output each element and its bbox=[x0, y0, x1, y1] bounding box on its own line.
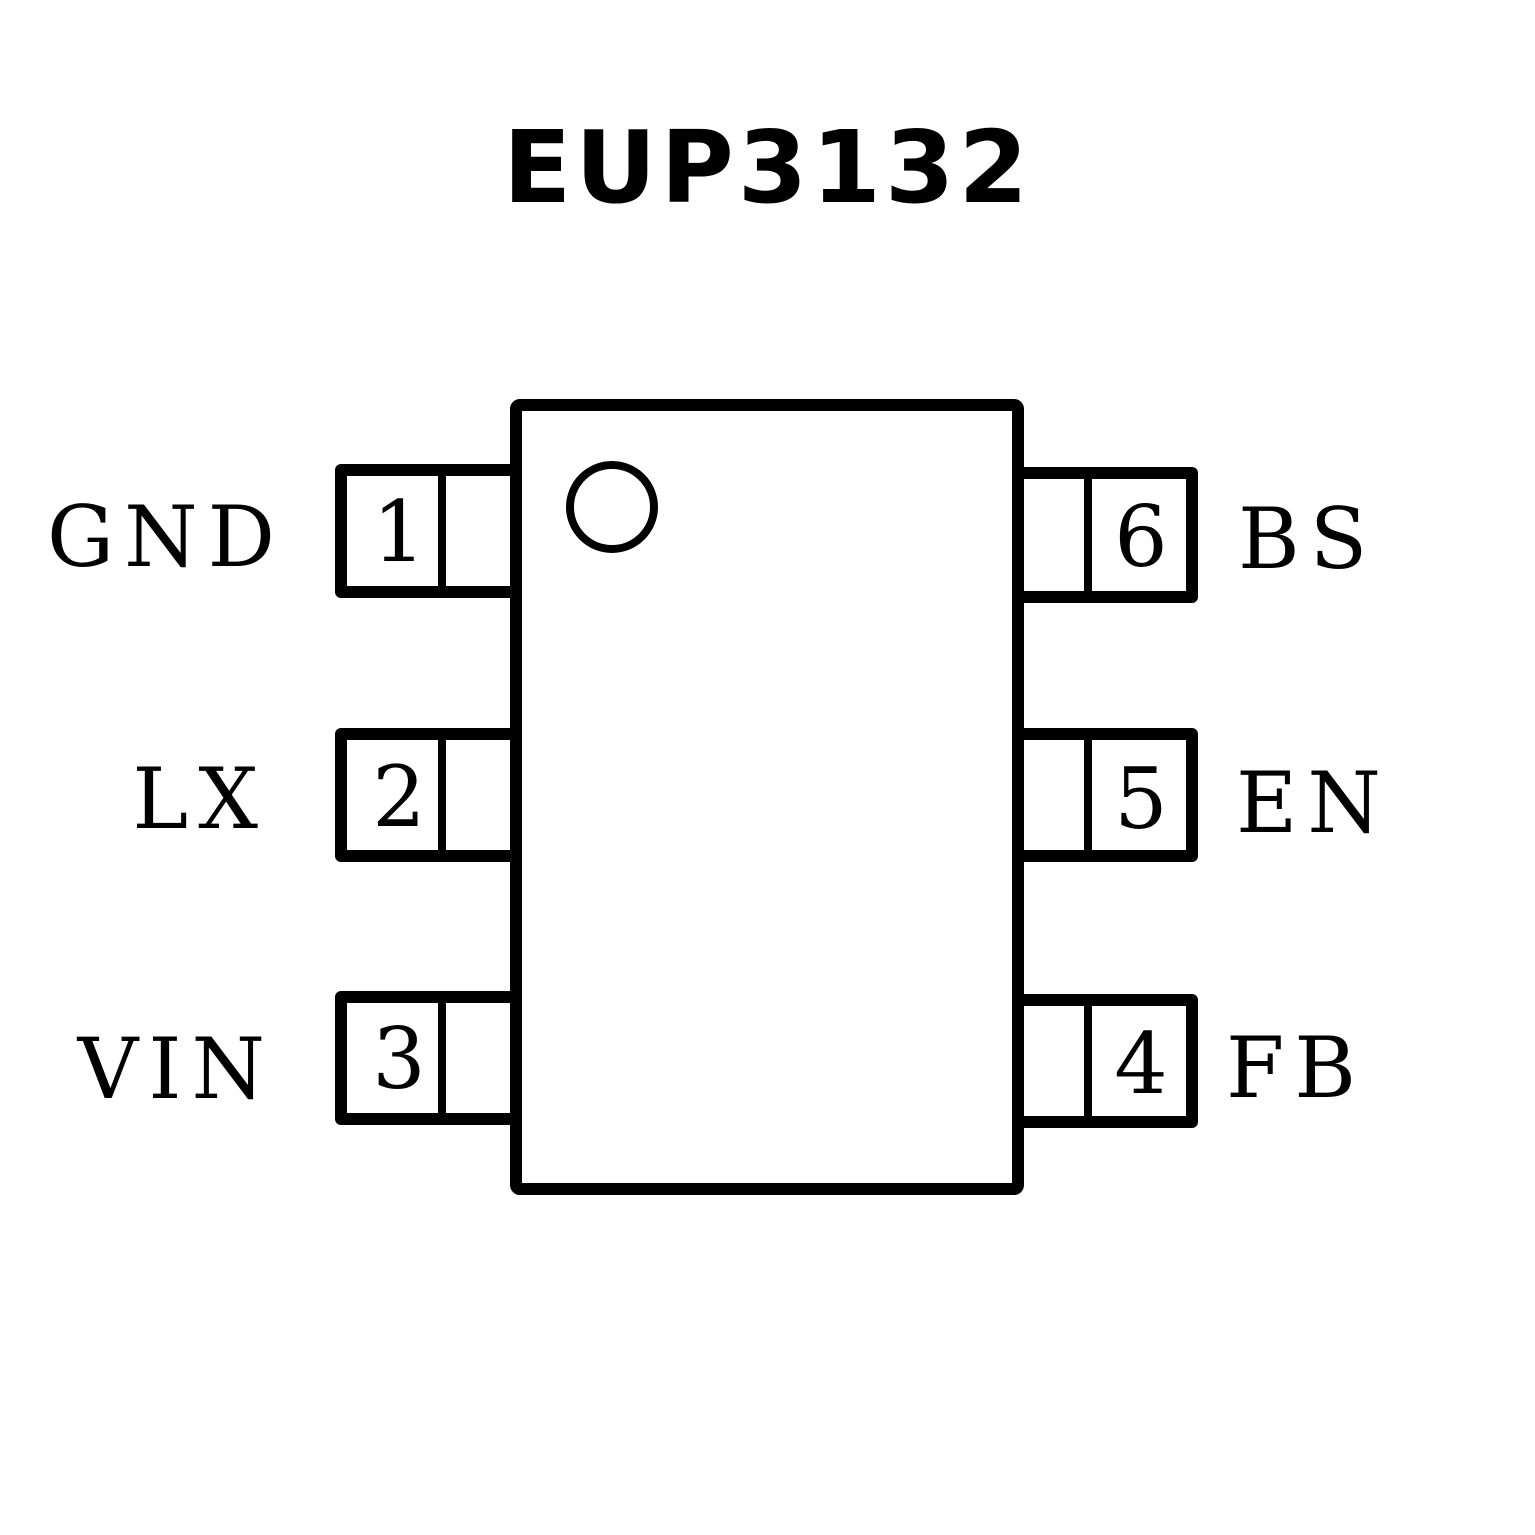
pin-1-name: GND bbox=[47, 488, 285, 586]
pin-3-number: 3 bbox=[372, 1010, 425, 1108]
pin-3-pad bbox=[335, 991, 522, 1125]
pin-1: 1 GND bbox=[47, 464, 522, 598]
pin-1-pad bbox=[335, 464, 522, 598]
pin-5-pad bbox=[1012, 728, 1198, 862]
pin-2-number: 2 bbox=[372, 748, 425, 846]
pin-6-number: 6 bbox=[1114, 488, 1167, 586]
pin-4-name: FB bbox=[1226, 1019, 1366, 1117]
pin-6: 6 BS bbox=[1012, 467, 1377, 603]
pin1-marker-dot bbox=[566, 461, 658, 553]
pin-6-name: BS bbox=[1238, 490, 1377, 588]
pin-4: 4 FB bbox=[1012, 994, 1366, 1128]
chip-body bbox=[510, 399, 1024, 1195]
pin-4-number: 4 bbox=[1114, 1015, 1167, 1113]
pin-2-name: LX bbox=[132, 750, 268, 848]
pin-5-number: 5 bbox=[1114, 750, 1167, 848]
pin-2-pad bbox=[335, 728, 522, 862]
pin-6-pad bbox=[1012, 467, 1198, 603]
pin-5: 5 EN bbox=[1012, 728, 1391, 862]
pin-1-number: 1 bbox=[372, 483, 425, 581]
pin-4-pad bbox=[1012, 994, 1198, 1128]
pin-3-name: VIN bbox=[77, 1020, 275, 1118]
pin-5-name: EN bbox=[1236, 754, 1391, 852]
pin-2: 2 LX bbox=[132, 728, 522, 862]
chip-title: EUP3132 bbox=[502, 109, 1033, 226]
pin-3: 3 VIN bbox=[77, 991, 522, 1125]
